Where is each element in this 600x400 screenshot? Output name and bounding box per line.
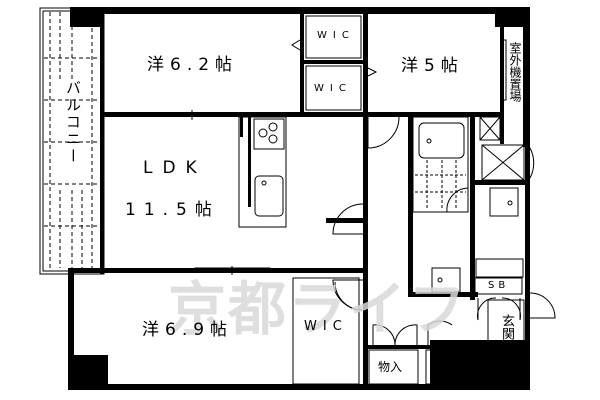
storage-label: 物入 bbox=[378, 360, 403, 374]
entrance-label: 玄関 bbox=[499, 314, 514, 340]
room-label-ldk-size: 11.5帖 bbox=[125, 200, 220, 220]
room-label-western-6-2: 洋6.2帖 bbox=[147, 55, 239, 75]
room-label-western-5: 洋5帖 bbox=[401, 56, 464, 76]
balcony-label: バルコニー bbox=[64, 80, 82, 165]
watermark: 京都ライフ bbox=[168, 275, 469, 343]
wic-label-top-2: WIC bbox=[314, 83, 352, 94]
room-label-western-6-9: 洋6.9帖 bbox=[142, 320, 234, 340]
room-label-ldk: LDK bbox=[143, 158, 207, 178]
outdoor-unit-label: 室外機置場 bbox=[508, 42, 522, 102]
wic-label-bottom: WIC bbox=[304, 319, 348, 334]
shoe-box-label: SB bbox=[488, 280, 510, 291]
wic-label-top-1: WIC bbox=[317, 30, 355, 41]
